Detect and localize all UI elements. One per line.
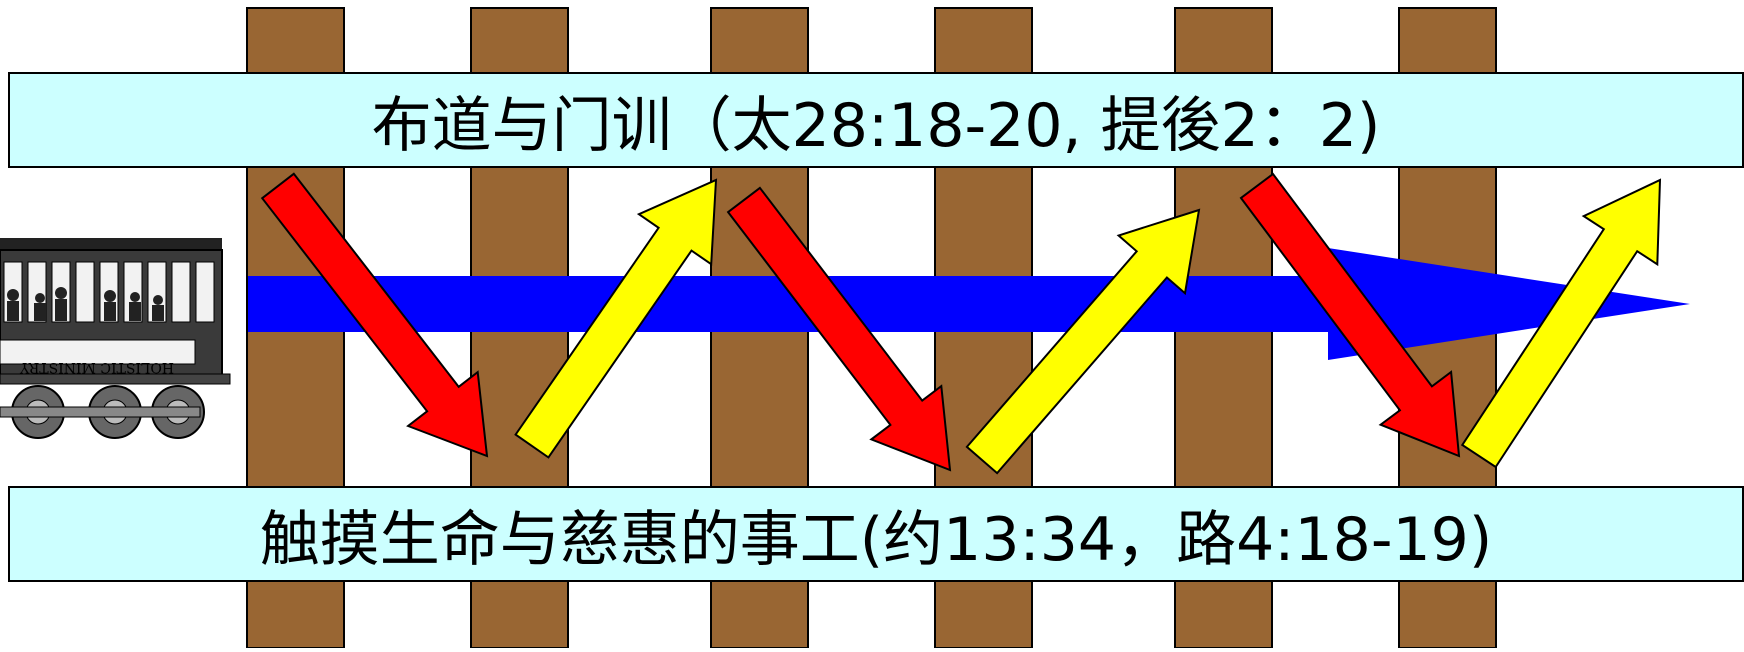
up-arrow-3 xyxy=(1460,178,1662,469)
train-sign-text: HOLISTIC MINISTRY xyxy=(19,359,174,375)
down-arrow-3 xyxy=(1239,172,1461,458)
bottom-banner: 触摸生命与慈惠的事工(约13:34，路4:18-19) xyxy=(8,486,1744,582)
up-arrow-1 xyxy=(514,178,718,459)
top-banner-text: 布道与门训（太28:18-20, 提後2：2) xyxy=(371,90,1381,161)
train-wheels xyxy=(0,385,205,439)
top-banner: 布道与门训（太28:18-20, 提後2：2) xyxy=(8,72,1744,168)
train-sign xyxy=(0,339,196,365)
down-arrow-1 xyxy=(260,172,489,458)
zigzag-arrows xyxy=(260,172,1662,475)
train-car: HOLISTIC MINISTRY xyxy=(0,238,231,439)
bottom-banner-text: 触摸生命与慈惠的事工(约13:34，路4:18-19) xyxy=(259,504,1493,575)
down-arrow-2 xyxy=(726,186,952,472)
passenger-silhouettes xyxy=(7,287,164,321)
up-arrow-2 xyxy=(965,208,1201,475)
train-roof xyxy=(0,238,222,252)
train-undercarriage xyxy=(0,373,231,385)
